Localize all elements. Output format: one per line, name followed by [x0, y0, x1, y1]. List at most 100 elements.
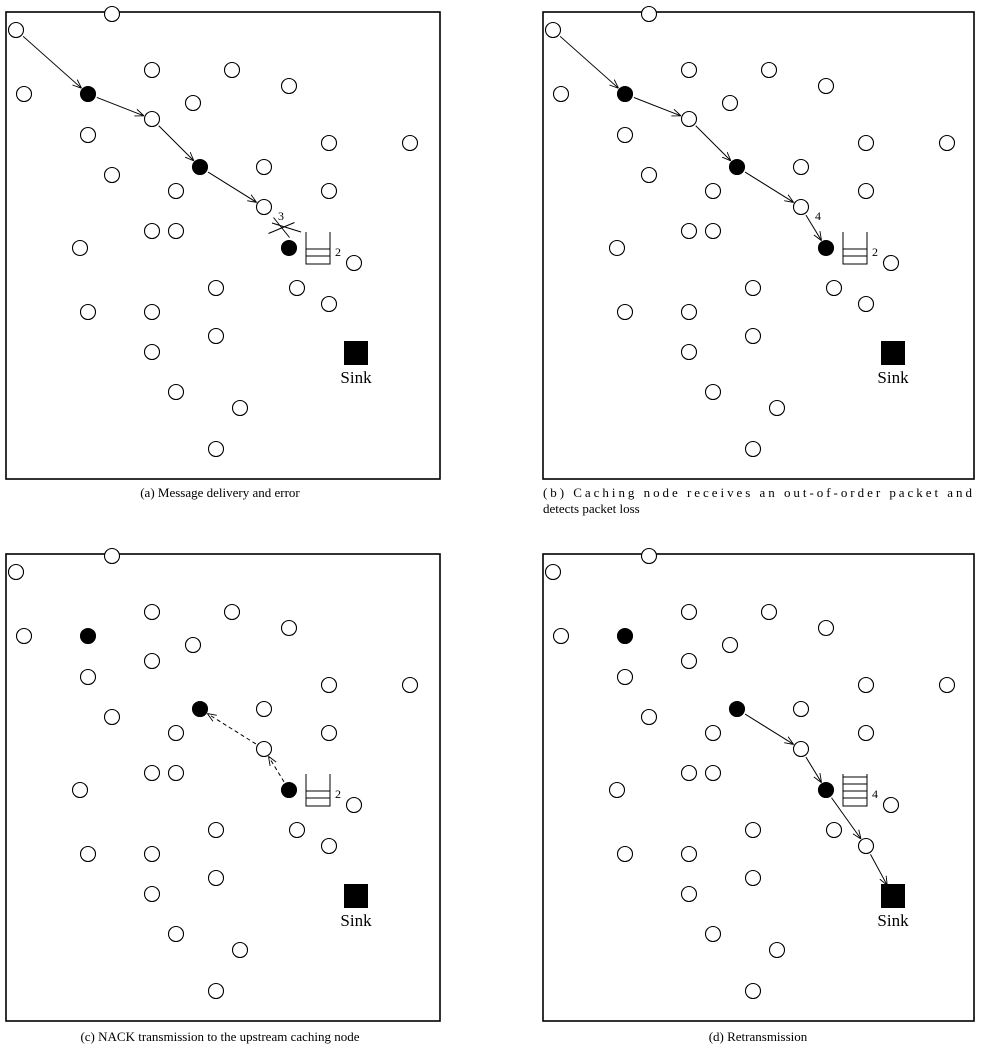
sensor-node — [857, 676, 875, 694]
panel-frame — [542, 553, 975, 1022]
delivery-arrow — [158, 125, 194, 161]
sensor-node — [320, 676, 338, 694]
buffer-count: 2 — [335, 245, 341, 259]
sensor-node — [704, 724, 722, 742]
sensor-node — [103, 708, 121, 726]
sensor-node — [640, 5, 658, 23]
sensor-node — [207, 821, 225, 839]
sensor-node — [143, 764, 161, 782]
panel-caption: (d) Retransmission — [709, 1029, 808, 1044]
panel-caption: (c) NACK transmission to the upstream ca… — [80, 1029, 359, 1044]
sensor-node — [704, 925, 722, 943]
sensor-node — [680, 603, 698, 621]
sink-node — [344, 341, 368, 365]
buffer-icon — [305, 774, 331, 807]
sensor-node — [143, 61, 161, 79]
buffer-count: 2 — [335, 787, 341, 801]
sensor-node — [680, 652, 698, 670]
sensor-node — [616, 668, 634, 686]
sensor-node — [401, 134, 419, 152]
sensor-node — [231, 941, 249, 959]
sensor-node — [857, 182, 875, 200]
panel-c: Sink 2 (c) NACK transmission to the upstre… — [5, 547, 441, 1044]
sensor-node — [320, 724, 338, 742]
sensor-node — [143, 303, 161, 321]
retransmit-arrow — [744, 713, 793, 744]
delivery-arrow — [695, 125, 731, 161]
sensor-node — [143, 343, 161, 361]
sensor-node — [760, 603, 778, 621]
nack-arrow — [269, 757, 285, 783]
sensor-node — [143, 110, 161, 128]
caching-node — [191, 158, 209, 176]
sensor-node — [680, 885, 698, 903]
sensor-node — [616, 845, 634, 863]
caching-node — [728, 158, 746, 176]
delivery-arrow — [96, 96, 143, 115]
caching-node — [616, 85, 634, 103]
sensor-node — [721, 94, 739, 112]
delivery-arrow — [22, 35, 81, 87]
sensor-node — [544, 563, 562, 581]
caching-node — [616, 627, 634, 645]
sensor-node — [184, 636, 202, 654]
sensor-node — [857, 837, 875, 855]
sensor-node — [744, 279, 762, 297]
panel-caption: (b) Caching node receives an out-of-orde… — [543, 485, 973, 500]
sink-label: Sink — [340, 368, 372, 387]
sink-label: Sink — [340, 911, 372, 930]
sensor-node — [288, 279, 306, 297]
sensor-node — [640, 708, 658, 726]
nack-arrow — [208, 714, 257, 745]
sensor-node — [231, 399, 249, 417]
sensor-node — [223, 61, 241, 79]
sensor-node — [544, 21, 562, 39]
sensor-node — [680, 845, 698, 863]
caching-node — [191, 700, 209, 718]
sensor-node — [552, 627, 570, 645]
sensor-node — [680, 222, 698, 240]
sensor-node — [744, 869, 762, 887]
caching-node — [280, 781, 298, 799]
sensor-node — [857, 724, 875, 742]
sensor-node — [882, 254, 900, 272]
retransmit-arrow — [805, 756, 821, 782]
sensor-node — [320, 182, 338, 200]
buffer-count: 2 — [872, 245, 878, 259]
sink-node — [881, 341, 905, 365]
sensor-node — [143, 652, 161, 670]
sensor-node — [817, 619, 835, 637]
sensor-node — [167, 764, 185, 782]
sensor-node — [167, 222, 185, 240]
sensor-node — [255, 700, 273, 718]
sensor-node — [792, 740, 810, 758]
caching-node — [728, 700, 746, 718]
sensor-node — [79, 303, 97, 321]
sensor-node — [167, 182, 185, 200]
delivery-arrow — [633, 96, 680, 115]
sensor-node — [817, 77, 835, 95]
sensor-node — [857, 295, 875, 313]
sensor-node — [616, 126, 634, 144]
sensor-node — [103, 5, 121, 23]
sensor-node — [616, 303, 634, 321]
error-cross-icon — [268, 222, 295, 234]
sensor-node — [704, 383, 722, 401]
sensor-node — [15, 627, 33, 645]
sensor-node — [71, 781, 89, 799]
sensor-node — [143, 603, 161, 621]
sequence-label: 3 — [278, 209, 284, 223]
sensor-node — [255, 158, 273, 176]
sensor-node — [401, 676, 419, 694]
caching-node — [817, 781, 835, 799]
delivery-arrow — [559, 35, 618, 87]
sensor-node — [280, 619, 298, 637]
sensor-node — [345, 796, 363, 814]
sensor-node — [857, 134, 875, 152]
sensor-node — [640, 166, 658, 184]
sensor-node — [704, 182, 722, 200]
sensor-node — [721, 636, 739, 654]
sensor-node — [143, 845, 161, 863]
